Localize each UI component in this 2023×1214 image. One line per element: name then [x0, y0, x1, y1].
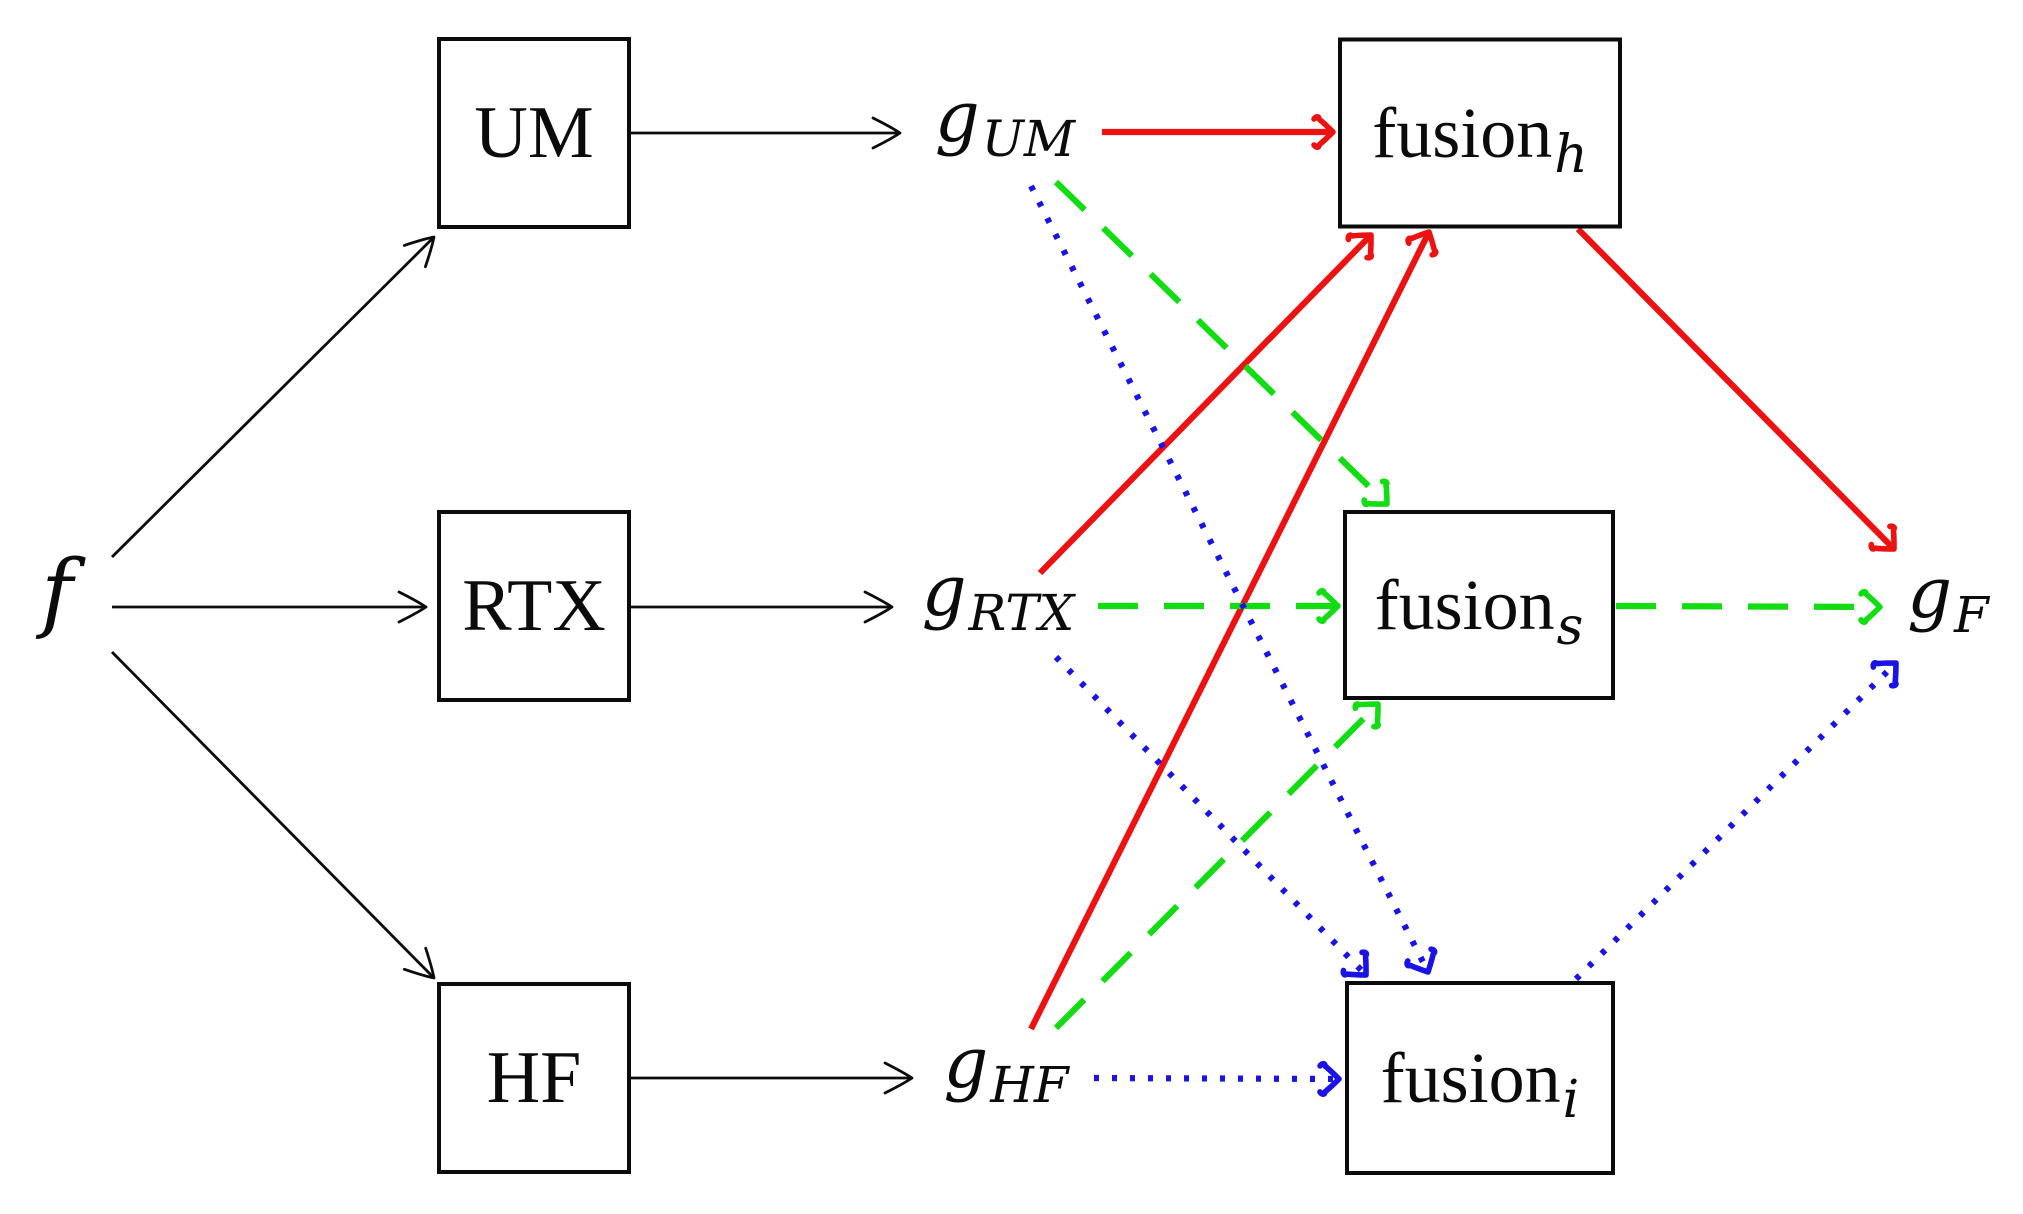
edge-g-hf-fusion-i-arrow	[1093, 1060, 1342, 1097]
node-rtx-label: RTX	[462, 565, 606, 647]
node-rtx-label-main: RTX	[462, 565, 606, 647]
node-fusion-i-label-sub: i	[1563, 1070, 1580, 1130]
node-g-f-label-sub: F	[1953, 586, 1991, 644]
node-g-um-label: gUM	[935, 76, 1077, 168]
node-g-rtx: gRTX	[922, 550, 1077, 642]
node-g-um-label-main: g	[935, 76, 980, 158]
node-g-f: gF	[1907, 552, 1991, 644]
node-fusion-s-label: fusions	[1375, 565, 1584, 657]
node-fusion-h: fusionh	[1338, 37, 1622, 229]
node-g-f-label-main: g	[1907, 552, 1952, 634]
node-f-label: f	[35, 542, 86, 642]
edge-g-um-fusion-i-arrow	[1028, 184, 1438, 975]
node-g-hf-label-sub: HF	[989, 1056, 1071, 1114]
node-um: UM	[437, 37, 631, 229]
node-hf-box	[437, 982, 631, 1174]
node-rtx-box	[437, 510, 631, 702]
edge-g-hf-fusion-h-arrow	[1028, 229, 1439, 1031]
node-g-hf: gHF	[943, 1022, 1070, 1114]
node-g-rtx-label-main: g	[922, 550, 967, 632]
edge-g-hf-fusion-s-arrow	[1053, 701, 1381, 1031]
node-fusion-i-label: fusioni	[1381, 1038, 1580, 1130]
edge-g-rtx-fusion-i-arrow	[1053, 654, 1370, 978]
node-g-f-label: gF	[1907, 552, 1991, 644]
edge-fusion-s-g-f-arrow	[1615, 588, 1883, 625]
edge-f-hf-arrow	[111, 651, 436, 980]
node-fusion-i-box	[1345, 981, 1615, 1175]
node-fusion-i-label-main: fusion	[1381, 1038, 1561, 1118]
edge-f-um-arrow	[111, 235, 436, 558]
node-g-rtx-label-sub: RTX	[968, 584, 1077, 642]
nodes-layer: fUMRTXHFgUMgRTXgHFfusionhfusionsfusionig…	[35, 37, 1991, 1175]
node-fusion-h-label-sub: h	[1554, 125, 1588, 185]
node-hf-label: HF	[487, 1037, 582, 1119]
edge-fusion-i-g-f-arrow	[1573, 659, 1899, 982]
node-fusion-h-label: fusionh	[1372, 93, 1588, 185]
node-um-label: UM	[474, 92, 593, 174]
node-hf-label-main: HF	[487, 1037, 582, 1119]
node-g-rtx-label: gRTX	[922, 550, 1077, 642]
node-hf: HF	[437, 982, 631, 1174]
node-fusion-s-box	[1343, 510, 1615, 700]
node-g-hf-label-main: g	[943, 1022, 988, 1104]
node-g-hf-label: gHF	[943, 1022, 1070, 1114]
node-fusion-i: fusioni	[1345, 981, 1615, 1175]
edges-layer	[111, 113, 1899, 1097]
node-fusion-s-label-sub: s	[1557, 597, 1584, 657]
node-fusion-h-box	[1338, 37, 1622, 229]
node-um-label-main: UM	[474, 92, 593, 174]
node-fusion-s-label-main: fusion	[1375, 565, 1555, 645]
node-um-box	[437, 37, 631, 229]
edge-g-rtx-fusion-h-arrow	[1037, 232, 1375, 576]
edge-fusion-h-g-f-arrow	[1575, 226, 1898, 552]
node-g-um-label-sub: UM	[982, 110, 1077, 168]
node-g-um: gUM	[935, 76, 1077, 168]
edge-g-um-fusion-s-arrow	[1053, 179, 1390, 508]
node-f: f	[35, 542, 86, 642]
node-f-label-main: f	[35, 542, 86, 642]
node-rtx: RTX	[437, 510, 631, 702]
node-fusion-h-label-main: fusion	[1372, 93, 1552, 173]
node-fusion-s: fusions	[1343, 510, 1615, 700]
